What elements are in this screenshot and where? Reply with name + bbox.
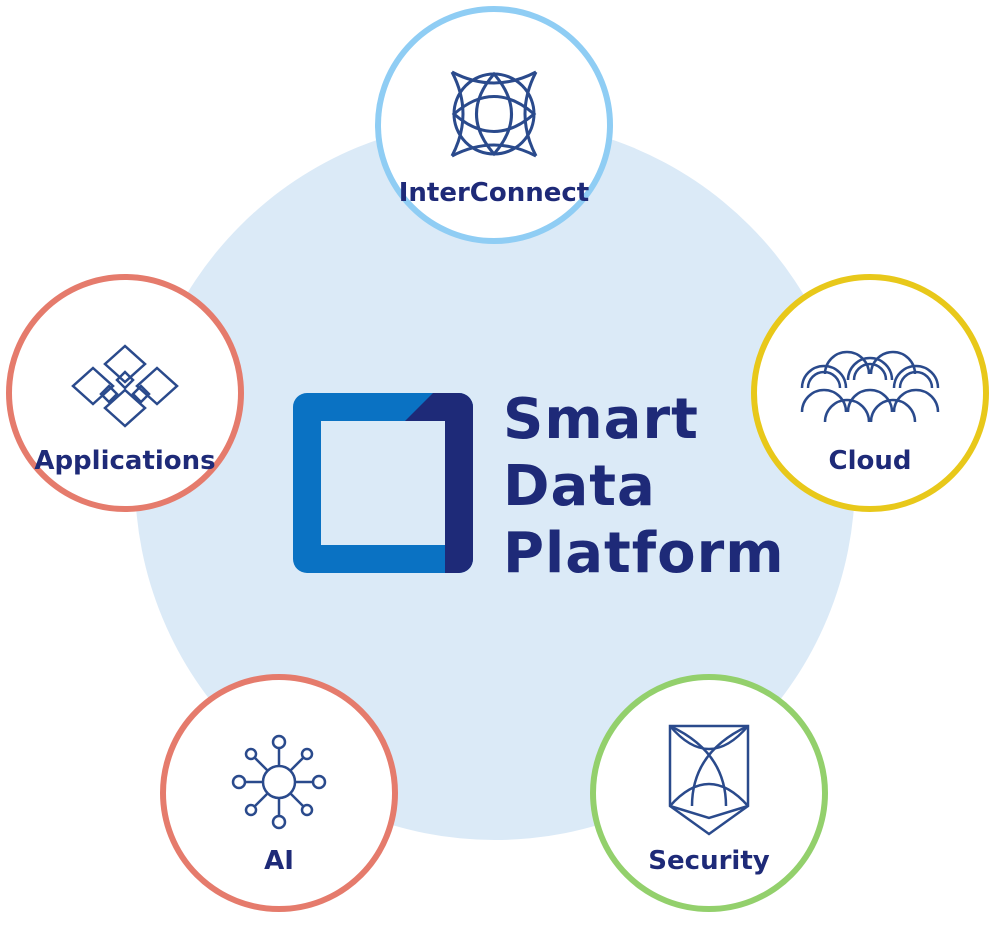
ai-label: AI [264,846,294,876]
cloud-node: Cloud [751,274,989,512]
security-label: Security [648,846,770,876]
cloud-label: Cloud [828,446,912,476]
platform-title: Smart Data Platform [503,386,785,587]
applications-label: Applications [34,446,216,476]
interconnect-node: InterConnect [375,6,613,244]
cloud-arches-icon [800,350,940,423]
platform-title-line-3: Platform [503,521,785,586]
security-shield-icon [668,724,750,836]
interconnect-knot-icon [450,70,538,158]
applications-node: Applications [6,274,244,512]
platform-title-line-2: Data [503,454,656,519]
interconnect-label: InterConnect [398,178,590,208]
ai-node: AI [160,674,398,912]
applications-diamonds-icon [71,344,179,428]
smart-data-platform-logo-icon [293,393,473,573]
security-node: Security [590,674,828,912]
ai-network-icon [231,734,327,830]
platform-title-line-1: Smart [503,387,699,452]
